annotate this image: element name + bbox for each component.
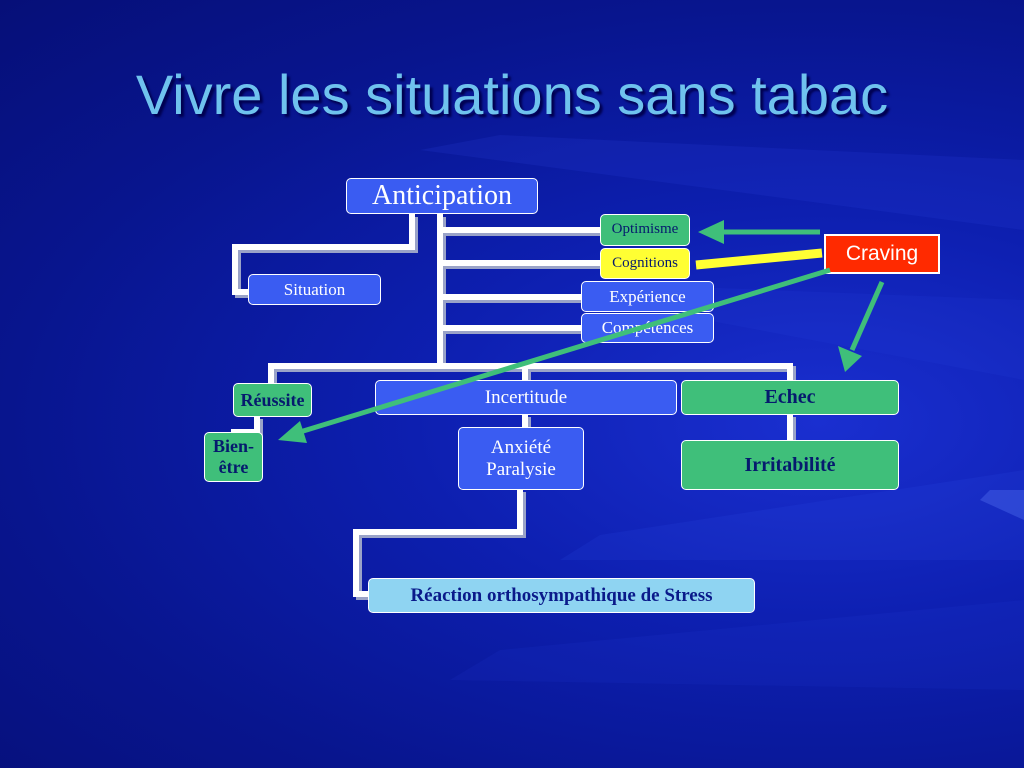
node-irritabilite-label: Irritabilité [744,453,836,476]
node-situation-label: Situation [283,279,346,299]
node-cognitions-label: Cognitions [612,254,678,271]
node-echec: Echec [681,380,899,415]
node-anticipation-label: Anticipation [372,179,512,211]
node-reussite-label: Réussite [240,389,305,410]
node-bien-etre: Bien- être [204,432,263,482]
node-reaction-stress-label: Réaction orthosympathique de Stress [410,584,713,606]
node-echec-label: Echec [764,386,816,408]
node-craving-label: Craving [845,242,919,265]
node-experience-label: Expérience [609,286,686,306]
node-optimisme: Optimisme [600,214,690,246]
node-reaction-stress: Réaction orthosympathique de Stress [368,578,755,613]
node-situation: Situation [248,274,381,305]
node-craving: Craving [824,234,940,274]
node-experience: Expérience [581,281,714,312]
node-bien-etre-line1: Bien- [212,436,254,457]
node-competences-label: Compétences [601,318,694,338]
node-irritabilite: Irritabilité [681,440,899,490]
node-incertitude: Incertitude [375,380,677,415]
node-optimisme-label: Optimisme [611,221,679,238]
node-bien-etre-line2: être [218,457,249,477]
node-cognitions: Cognitions [600,248,690,279]
node-competences: Compétences [581,313,714,343]
node-reussite: Réussite [233,383,312,417]
node-incertitude-label: Incertitude [484,386,568,408]
node-anticipation: Anticipation [346,178,538,214]
node-anxiete-paralysie: Anxiété Paralysie [458,427,584,490]
node-anxiete-line2: Paralysie [486,458,556,480]
slide-title: Vivre les situations sans tabac [135,63,889,126]
node-anxiete-line1: Anxiété [490,436,552,458]
